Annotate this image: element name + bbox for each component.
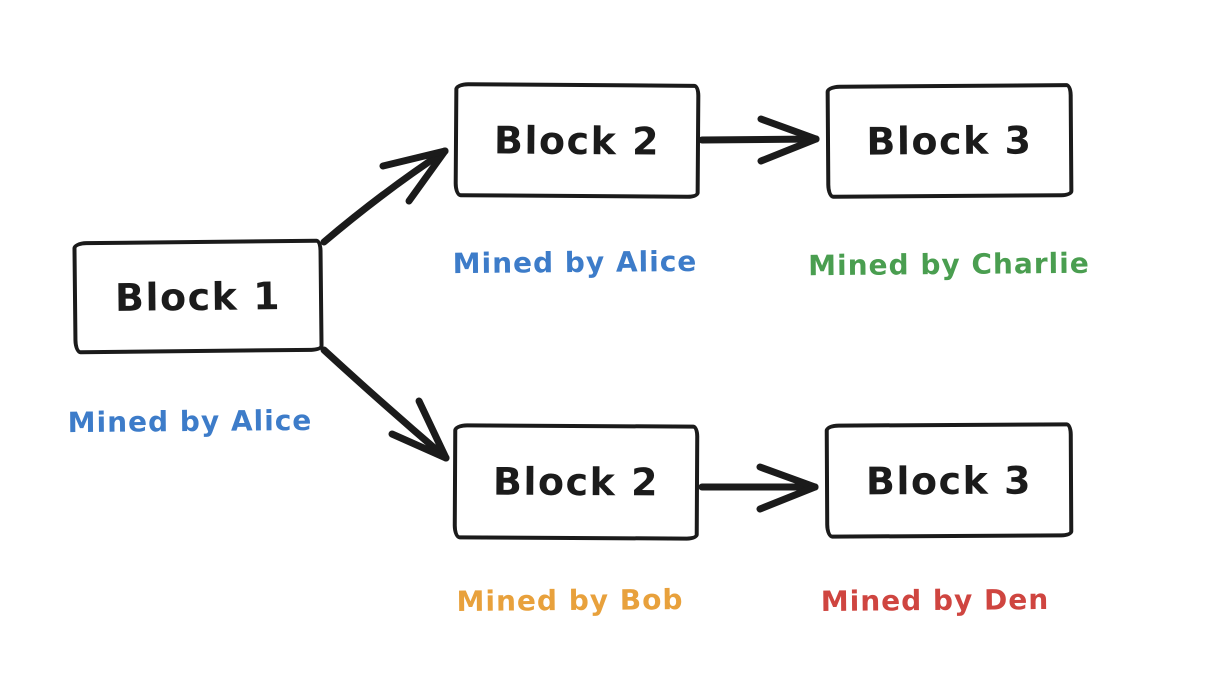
miner-label-block2-top: Mined by Alice xyxy=(452,244,698,281)
block2-bottom-node: Block 2 xyxy=(452,423,700,541)
miner-label-block2-bottom: Mined by Bob xyxy=(456,583,684,618)
block1-node: Block 1 xyxy=(72,238,324,355)
block3-bottom-label: Block 3 xyxy=(865,458,1033,503)
miner-label-block1: Mined by Alice xyxy=(67,403,313,440)
miner-label-block3-top: Mined by Charlie xyxy=(808,246,1090,283)
arrow-block2-bottom-to-block3-bottom xyxy=(698,463,819,513)
block2-bottom-label: Block 2 xyxy=(492,459,660,505)
miner-label-block3-bottom: Mined by Den xyxy=(820,583,1050,618)
arrow-block1-to-block2-top xyxy=(320,147,449,246)
block2-top-node: Block 2 xyxy=(453,82,701,199)
block3-bottom-node: Block 3 xyxy=(824,422,1074,539)
block3-top-label: Block 3 xyxy=(866,118,1033,164)
block3-top-node: Block 3 xyxy=(825,83,1074,199)
arrow-block2-top-to-block3-top xyxy=(698,115,820,165)
block2-top-label: Block 2 xyxy=(493,117,661,164)
block1-label: Block 1 xyxy=(114,273,282,320)
